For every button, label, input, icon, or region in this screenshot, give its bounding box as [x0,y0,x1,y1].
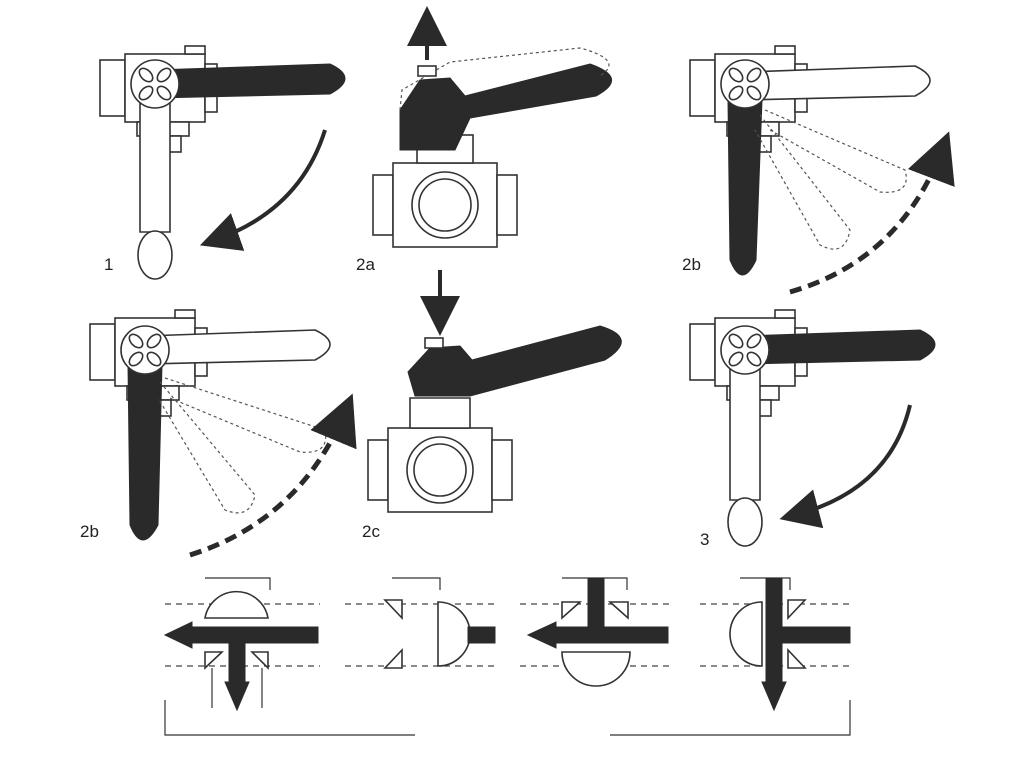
step-label-2b: 2b [682,255,701,274]
step-1-valve [99,45,346,280]
flow-position-3 [520,577,670,687]
step-label-1: 1 [104,255,113,274]
step-label-3: 3 [700,530,709,549]
step-label-2c: 2c [362,522,380,541]
step-label-2a: 2a [356,255,375,274]
step-2b-lower-valve [89,309,357,558]
step-2c-valve [367,270,622,513]
step-label-2b-lower: 2b [80,522,99,541]
step-2a-valve [372,6,613,248]
flow-position-4 [700,577,851,712]
step-3-valve [689,309,936,547]
flow-position-1 [163,590,320,712]
flow-schematic [163,577,851,736]
step-2b-valve [689,45,955,295]
flow-position-2 [345,599,496,669]
